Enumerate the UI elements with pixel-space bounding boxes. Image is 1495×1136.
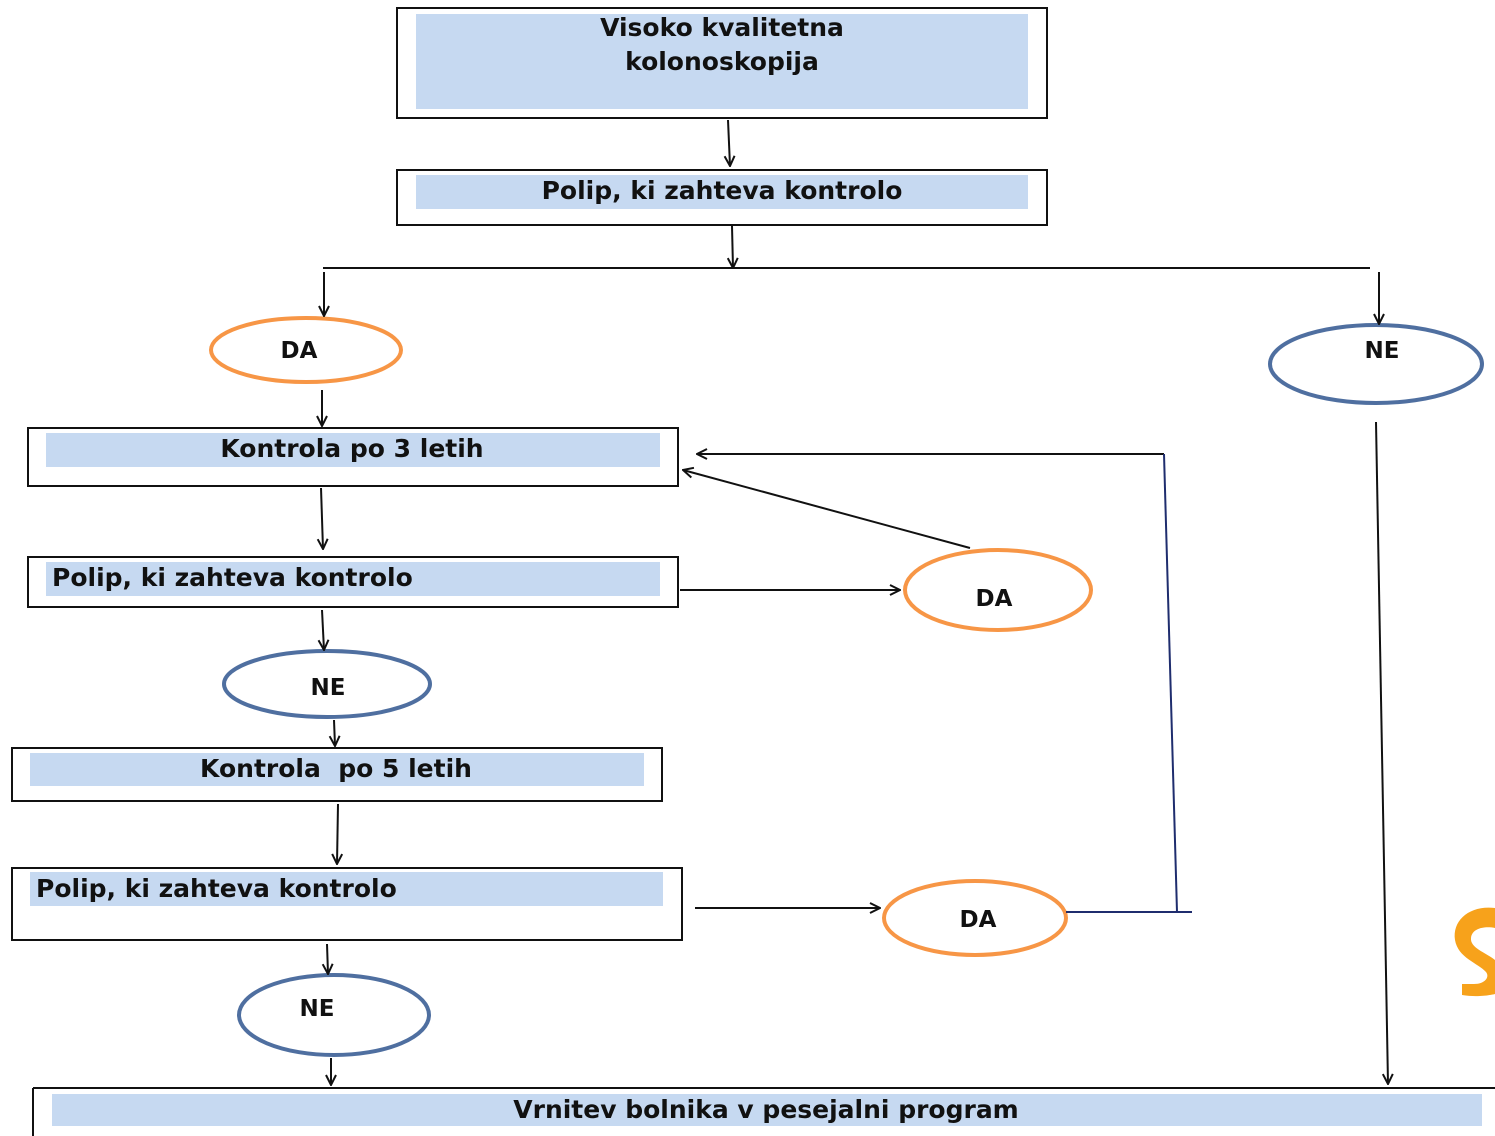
- yes-oval-low-label: DA: [960, 907, 997, 933]
- start-box-line2: kolonoskopija: [625, 47, 819, 76]
- yes-oval-mid-label: DA: [976, 586, 1013, 612]
- end-box: Vrnitev bolnika v pesejalni program: [32, 1087, 1495, 1136]
- no-oval-low: NE: [237, 973, 431, 1057]
- start-box-line1: Visoko kvalitetna: [600, 13, 844, 42]
- arrow-control-3-to-polyp: [321, 487, 323, 549]
- no-oval-right: NE: [1268, 323, 1484, 405]
- no-oval-right-label: NE: [1365, 338, 1400, 364]
- arrow-yes-mid-to-control-3: [683, 470, 971, 549]
- control-3-years-box: Kontrola po 3 letih: [27, 427, 679, 487]
- polyp-check-box-top: Polip, ki zahteva kontrolo: [396, 169, 1048, 226]
- polyp-check-mid-label: Polip, ki zahteva kontrolo: [52, 563, 413, 592]
- arrow-no-right-to-end: [1375, 421, 1388, 1084]
- arrow-polyp-to-branch: [732, 225, 733, 268]
- arrow-control-5-to-polyp: [337, 803, 338, 864]
- corner-logo-fragment: [1454, 907, 1495, 997]
- control-3-years-label: Kontrola po 3 letih: [220, 434, 483, 463]
- yes-oval-left: DA: [209, 316, 403, 384]
- arrow-no-mid-to-control-5: [334, 719, 335, 746]
- polyp-check-box-low: Polip, ki zahteva kontrolo: [11, 867, 683, 941]
- no-oval-low-label: NE: [300, 996, 335, 1022]
- yes-oval-low: DA: [882, 879, 1068, 957]
- polyp-check-box-mid: Polip, ki zahteva kontrolo: [27, 556, 679, 608]
- start-box: Visoko kvalitetna kolonoskopija: [396, 7, 1048, 119]
- arrow-start-to-polyp: [728, 119, 730, 166]
- feedback-path: [1066, 453, 1192, 913]
- polyp-check-top-label: Polip, ki zahteva kontrolo: [542, 176, 903, 205]
- no-oval-mid: NE: [222, 649, 432, 719]
- arrow-polyp-to-no-mid: [322, 609, 324, 650]
- yes-oval-left-label: DA: [281, 338, 318, 364]
- yes-oval-mid: DA: [903, 548, 1093, 632]
- control-5-years-label: Kontrola po 5 letih: [200, 754, 472, 783]
- polyp-check-low-label: Polip, ki zahteva kontrolo: [36, 874, 397, 903]
- end-box-label: Vrnitev bolnika v pesejalni program: [513, 1095, 1018, 1124]
- control-5-years-box: Kontrola po 5 letih: [11, 747, 663, 802]
- no-oval-mid-label: NE: [311, 675, 346, 701]
- arrow-polyp-to-no-low: [327, 943, 328, 974]
